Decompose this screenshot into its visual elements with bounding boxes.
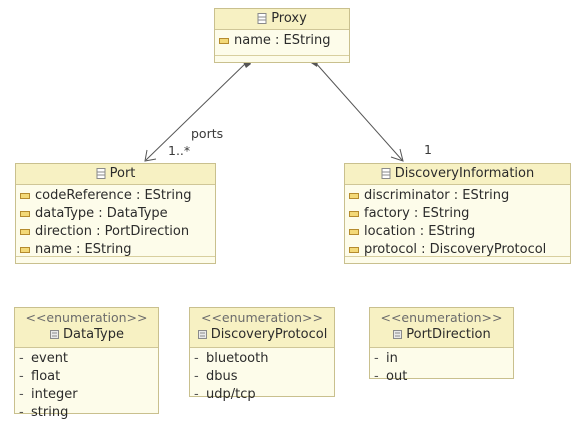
class-name: Proxy [271, 11, 307, 26]
class-proxy[interactable]: Proxy name : EString [214, 8, 350, 63]
dash-icon: - [19, 405, 24, 420]
literal-label: udp/tcp [206, 387, 256, 402]
enum-literal[interactable]: - in [374, 350, 509, 368]
enum-literal[interactable]: - udp/tcp [194, 386, 330, 404]
enum-name: PortDirection [406, 327, 491, 342]
dash-icon: - [374, 351, 379, 366]
attribute-row[interactable]: factory : EString [349, 205, 566, 223]
literal-label: string [31, 405, 69, 420]
literal-label: in [386, 351, 398, 366]
edge-multiplicity-label: 1 [424, 142, 432, 157]
attribute-icon [20, 193, 30, 199]
dash-icon: - [194, 387, 199, 402]
literal-label: out [386, 369, 408, 384]
class-icon [96, 168, 106, 179]
class-header: DiscoveryInformation [345, 164, 570, 185]
literal-label: integer [31, 387, 78, 402]
enum-portdirection[interactable]: <<enumeration>> PortDirection - in - out [369, 307, 514, 384]
operations-compartment [16, 256, 215, 263]
stereotype-label: <<enumeration>> [200, 310, 324, 325]
attribute-label: codeReference : EString [35, 188, 192, 203]
operations-compartment [345, 256, 570, 263]
enum-literal[interactable]: - event [19, 350, 154, 368]
literal-label: bluetooth [206, 351, 269, 366]
stereotype-label: <<enumeration>> [380, 310, 503, 325]
class-header: Port [16, 164, 215, 185]
enum-discoveryprotocol[interactable]: <<enumeration>> DiscoveryProtocol - blue… [189, 307, 335, 402]
attribute-label: protocol : DiscoveryProtocol [364, 242, 547, 257]
edge-multiplicity-label: 1..* [168, 143, 191, 158]
attribute-row[interactable]: name : EString [20, 241, 211, 259]
enum-header: <<enumeration>> PortDirection [370, 308, 513, 348]
enum-header: <<enumeration>> DataType [15, 308, 158, 348]
attribute-row[interactable]: protocol : DiscoveryProtocol [349, 241, 566, 259]
literal-label: float [31, 369, 61, 384]
attribute-row[interactable]: direction : PortDirection [20, 223, 211, 241]
enum-icon [393, 330, 403, 339]
operations-compartment [215, 55, 349, 62]
class-header: Proxy [215, 9, 349, 30]
attribute-label: dataType : DataType [35, 206, 168, 221]
enum-literal[interactable]: - bluetooth [194, 350, 330, 368]
class-name: Port [109, 166, 136, 181]
attribute-label: factory : EString [364, 206, 470, 221]
attribute-icon [349, 193, 359, 199]
dash-icon: - [194, 369, 199, 384]
attribute-row[interactable]: codeReference : EString [20, 187, 211, 205]
dash-icon: - [194, 351, 199, 366]
attribute-icon [349, 247, 359, 253]
attribute-icon [20, 229, 30, 235]
attribute-row[interactable]: discriminator : EString [349, 187, 566, 205]
edge-proxy-to-port[interactable] [144, 58, 251, 162]
stereotype-label: <<enumeration>> [25, 310, 148, 325]
dash-icon: - [374, 369, 379, 384]
arrowhead-icon [144, 149, 157, 162]
enum-header: <<enumeration>> DiscoveryProtocol [190, 308, 334, 348]
enum-literal[interactable]: - dbus [194, 368, 330, 386]
arrowhead-icon [390, 148, 404, 162]
edge-proxy-to-discovery[interactable] [311, 57, 404, 162]
attribute-label: discriminator : EString [364, 188, 510, 203]
literal-label: event [31, 351, 69, 366]
attribute-icon [349, 229, 359, 235]
enum-name: DiscoveryProtocol [210, 327, 328, 342]
enum-icon [197, 330, 207, 339]
enum-literal[interactable]: - integer [19, 386, 154, 404]
enum-icon [50, 330, 60, 339]
enum-literal[interactable]: - out [374, 368, 509, 386]
attribute-icon [349, 211, 359, 217]
dash-icon: - [19, 369, 24, 384]
enum-literal[interactable]: - float [19, 368, 154, 386]
edge-role-label: ports [191, 126, 224, 141]
attribute-row[interactable]: location : EString [349, 223, 566, 241]
class-icon [381, 168, 391, 179]
class-icon [257, 13, 267, 24]
attribute-label: name : EString [35, 242, 132, 257]
enum-datatype[interactable]: <<enumeration>> DataType - event - float… [14, 307, 159, 420]
class-discovery-information[interactable]: DiscoveryInformation discriminator : ESt… [344, 163, 571, 264]
attribute-icon [20, 247, 30, 253]
attribute-label: name : EString [234, 33, 331, 48]
dash-icon: - [19, 387, 24, 402]
attribute-icon [20, 211, 30, 217]
literal-label: dbus [206, 369, 238, 384]
attribute-label: direction : PortDirection [35, 224, 190, 239]
attribute-label: location : EString [364, 224, 476, 239]
attribute-row[interactable]: dataType : DataType [20, 205, 211, 223]
class-name: DiscoveryInformation [394, 166, 535, 181]
enum-name: DataType [63, 327, 124, 342]
attribute-row[interactable]: name : EString [219, 32, 345, 50]
enum-literal[interactable]: - string [19, 404, 154, 422]
class-port[interactable]: Port codeReference : EString dataType : … [15, 163, 216, 264]
attribute-icon [219, 38, 229, 44]
dash-icon: - [19, 351, 24, 366]
